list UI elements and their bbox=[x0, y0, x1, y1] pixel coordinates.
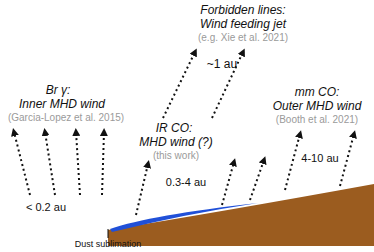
citation: (e.g. Xie et al. 2021) bbox=[198, 32, 288, 43]
tracer-heading: Wind feeding jet bbox=[200, 18, 286, 31]
radius-label: 0.3-4 au bbox=[166, 176, 206, 188]
wind-arrow bbox=[14, 132, 30, 195]
citation: (Garcia-Lopez et al. 2015) bbox=[8, 112, 124, 123]
tracer-heading: MHD wind (?) bbox=[139, 136, 212, 149]
disk-body bbox=[108, 184, 374, 246]
tracer-heading: Forbidden lines: bbox=[200, 4, 285, 17]
wind-arrow bbox=[45, 132, 55, 195]
tracer-heading: Br γ: bbox=[46, 84, 71, 97]
radius-label: 4-10 au bbox=[301, 152, 338, 164]
tracer-heading: Outer MHD wind bbox=[273, 100, 362, 113]
feature-label: Dust sublimation bbox=[75, 240, 142, 250]
tracer-heading: mm CO: bbox=[295, 86, 340, 99]
wind-arrow bbox=[285, 134, 300, 190]
wind-arrow bbox=[250, 160, 264, 200]
wind-arrow bbox=[136, 164, 148, 215]
wind-arrow bbox=[76, 132, 80, 195]
co-emitting-layer bbox=[110, 203, 258, 232]
radius-label: < 0.2 au bbox=[26, 201, 66, 213]
tracer-heading: IR CO: bbox=[156, 122, 193, 135]
wind-arrow bbox=[102, 132, 104, 195]
tracer-heading: Inner MHD wind bbox=[19, 98, 105, 111]
sublimation-tick bbox=[108, 229, 109, 238]
jet-arrow bbox=[163, 52, 195, 118]
radius-label: ~1 au bbox=[207, 58, 237, 71]
citation: (Booth et al. 2021) bbox=[276, 114, 358, 125]
wind-arrow bbox=[222, 162, 234, 205]
wind-arrow bbox=[340, 134, 354, 186]
citation: (this work) bbox=[153, 150, 199, 161]
